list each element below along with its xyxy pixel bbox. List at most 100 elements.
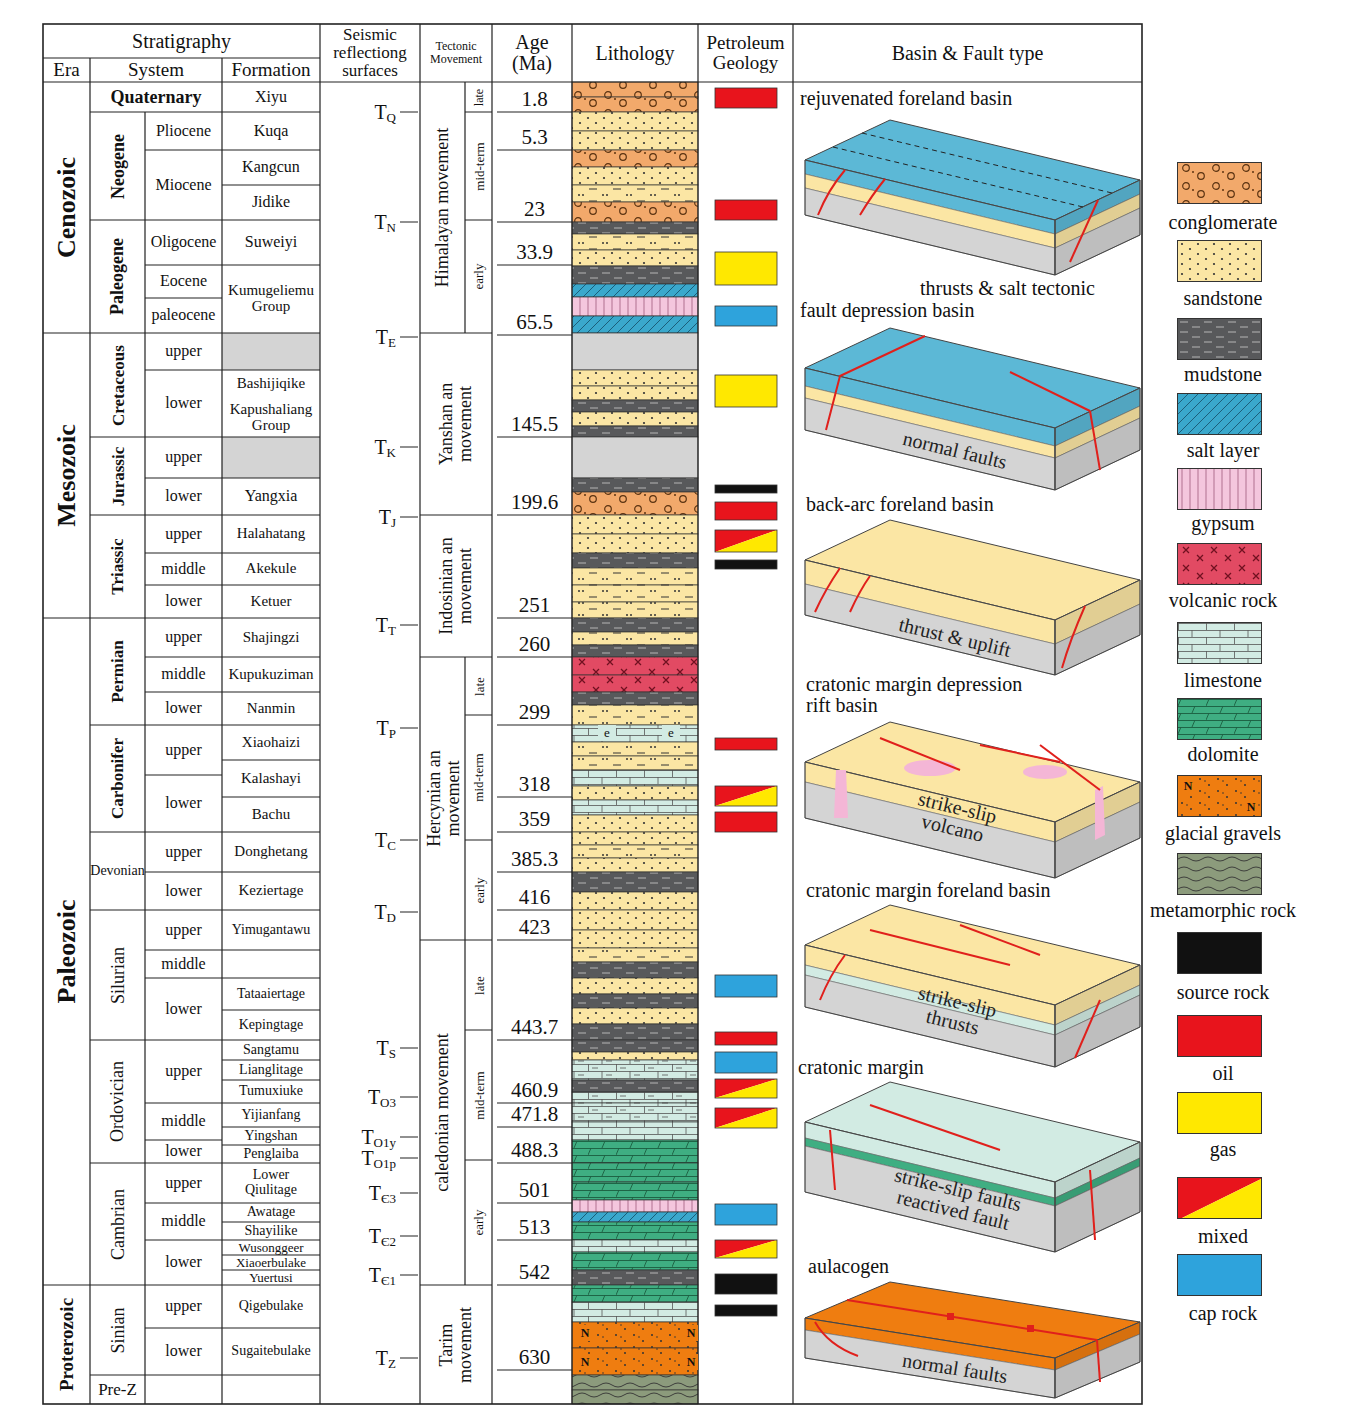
rock-layer — [572, 97, 698, 112]
petroleum-bar — [715, 200, 777, 220]
rock-layer — [572, 1240, 698, 1252]
age-value: 23 — [497, 197, 572, 221]
age-lines — [497, 112, 572, 1370]
rock-layer-pattern — [572, 266, 698, 284]
tectonic-movement: late — [465, 657, 492, 715]
rock-layer — [572, 725, 698, 742]
rock-layer — [572, 978, 698, 994]
swatch-pattern — [1178, 1178, 1262, 1219]
tectonic-movement: Indosinian an movement — [420, 531, 492, 641]
legend-label: conglomerate — [1130, 209, 1316, 235]
series-name: middle — [145, 950, 222, 978]
fault-line — [818, 170, 845, 215]
formation-name: Lower Qiulitage — [231, 1163, 311, 1203]
formation-name: Yuertusi — [222, 1270, 320, 1285]
mixed-bar — [715, 530, 777, 552]
rock-layer-pattern — [572, 1140, 698, 1163]
block-front — [805, 1318, 1055, 1398]
block-front-layer — [805, 398, 1055, 490]
formation-name: Suweiyi — [222, 220, 320, 265]
seismic-surface: TЄ3 — [330, 1182, 396, 1204]
legend-label: source rock — [1130, 979, 1316, 1005]
seismic-surface: TS — [330, 1037, 396, 1059]
block-front — [805, 1122, 1055, 1252]
era-name: Proterozoic — [43, 1285, 90, 1404]
rock-layer-pattern — [572, 1348, 698, 1375]
swatch-pattern — [1178, 1093, 1262, 1134]
rock-layer-pattern — [572, 316, 698, 333]
rock-layer — [572, 112, 698, 131]
legend-swatch — [1177, 1092, 1262, 1134]
pattern-symbol: N — [578, 1354, 592, 1370]
series-name: lower — [145, 1240, 222, 1285]
fault-line — [870, 1105, 1000, 1150]
mixed-bar — [715, 1079, 777, 1098]
swatch-texture — [1178, 623, 1262, 664]
rock-layer — [572, 815, 698, 832]
rock-layer-pattern — [572, 872, 698, 892]
legend-label: sandstone — [1130, 285, 1316, 311]
formation-name: Wusonggeer — [222, 1240, 320, 1255]
swatch-texture — [1178, 319, 1262, 360]
tectonic-movement: mid-term — [465, 715, 492, 840]
lithology-column — [572, 82, 698, 1404]
swatch-texture — [1178, 469, 1262, 510]
mixed-bar — [715, 1108, 777, 1128]
rock-layer — [572, 1024, 698, 1040]
rock-layer — [572, 1052, 698, 1060]
mixed-bar — [715, 1240, 777, 1258]
rock-layer — [572, 632, 698, 645]
block-front-layer — [805, 584, 1055, 675]
seismic-surface: TЄ1 — [330, 1264, 396, 1286]
rock-layer-pattern — [572, 412, 698, 426]
series-name: Eocene — [145, 265, 222, 298]
rock-layer-pattern — [572, 333, 698, 370]
rock-layer — [572, 1270, 698, 1285]
bar-outline — [715, 1079, 777, 1098]
pattern-symbol: N — [1181, 778, 1195, 794]
rock-layer — [572, 426, 698, 437]
block-front-layer — [805, 188, 1055, 275]
rock-layer-pattern — [572, 1080, 698, 1092]
block-front — [805, 368, 1055, 490]
block-front — [805, 160, 1055, 275]
swatch-pattern — [1178, 623, 1262, 664]
rock-layer — [572, 1302, 698, 1322]
rock-layer-pattern — [572, 97, 698, 112]
header-cell: Formation — [222, 58, 320, 82]
petroleum-bar — [715, 88, 777, 108]
rock-layer-pattern — [572, 1222, 698, 1240]
age-value: 423 — [497, 915, 572, 939]
rock-layer — [572, 222, 698, 234]
rock-layer — [572, 770, 698, 786]
series-name: lower — [145, 872, 222, 910]
formation-name: Kupukuziman — [222, 657, 320, 692]
rock-layer-pattern — [572, 725, 698, 742]
system-name: Jurassic — [90, 437, 145, 515]
series-name: upper — [145, 725, 222, 775]
series-name: upper — [145, 1285, 222, 1328]
rock-layer — [572, 412, 698, 426]
formation-name: Yimugantawu — [222, 910, 320, 950]
rock-layer — [572, 202, 698, 222]
fault-line — [826, 336, 925, 430]
petroleum-bar — [715, 975, 777, 997]
legend-label: gas — [1130, 1136, 1316, 1162]
volcano-blob — [1023, 765, 1067, 779]
fault-line — [880, 738, 960, 770]
formation-name: Yangxia — [222, 478, 320, 515]
rock-layer — [572, 534, 698, 553]
rock-layer — [572, 333, 698, 370]
rock-layer-pattern — [572, 1024, 698, 1040]
age-value: 501 — [497, 1178, 572, 1202]
legend-label: gypsum — [1130, 510, 1316, 536]
volcano-dike — [1095, 786, 1105, 840]
rock-layer-pattern — [572, 632, 698, 645]
rock-layer-pattern — [572, 930, 698, 948]
rock-layer-pattern — [572, 645, 698, 657]
formation-name: Halahatang — [222, 515, 320, 553]
age-value: 145.5 — [497, 412, 572, 436]
legend-label: salt layer — [1130, 437, 1316, 463]
swatch-pattern — [1178, 469, 1262, 510]
rock-layer-pattern — [572, 1122, 698, 1140]
